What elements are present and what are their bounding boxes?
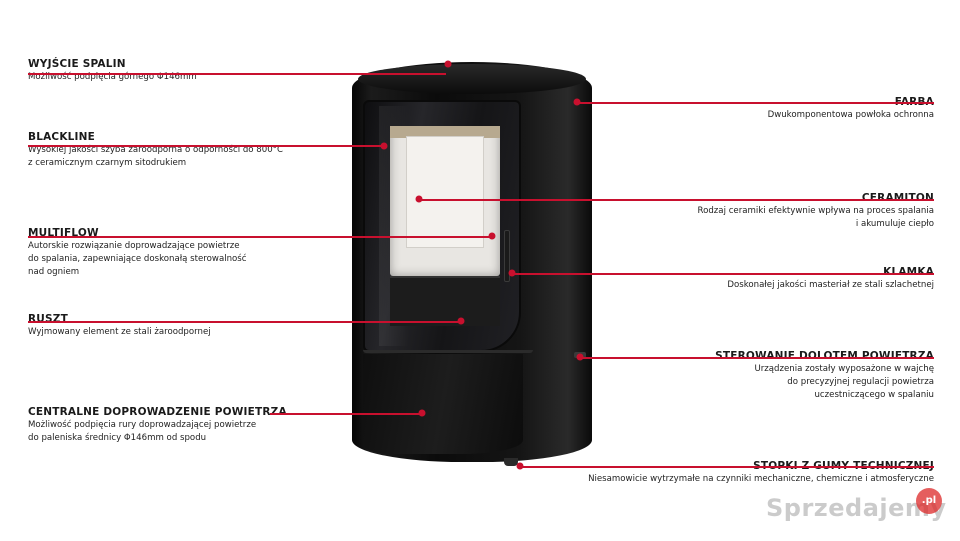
firebox-chamber bbox=[390, 126, 500, 276]
marker-dot-sterowanie bbox=[576, 353, 584, 361]
callout-title: WYJŚCIE SPALIN bbox=[28, 58, 126, 70]
desc-line: do spalania, zapewniające doskonałą ster… bbox=[28, 254, 247, 264]
marker-dot-farba bbox=[573, 98, 581, 106]
desc-line: uczestniczącego w spalaniu bbox=[814, 390, 934, 400]
marker-dot-klamka bbox=[508, 269, 516, 277]
grate bbox=[390, 276, 500, 326]
leader-line-ruszt bbox=[28, 321, 460, 323]
leader-line-ceramiton bbox=[420, 199, 934, 201]
marker-dot-ceramiton bbox=[415, 195, 423, 203]
leader-line-stopki bbox=[520, 466, 934, 468]
desc-line: nad ogniem bbox=[28, 267, 80, 277]
callout-desc: Możliwość podpięcia rury doprowadzającej… bbox=[28, 419, 287, 445]
leader-line-blackline bbox=[28, 145, 382, 147]
callout-blackline: BLACKLINE Wysokiej jakości szyba żaroodp… bbox=[28, 131, 283, 170]
rubber-foot bbox=[504, 458, 518, 466]
marker-dot-multiflow bbox=[488, 232, 496, 240]
callout-desc: Doskonałej jakości masteriał ze stali sz… bbox=[727, 279, 934, 292]
desc-line: Wyjmowany element ze stali żaroodpornej bbox=[28, 327, 211, 337]
desc-line: Doskonałej jakości masteriał ze stali sz… bbox=[727, 280, 934, 290]
callout-centralne: CENTRALNE DOPROWADZENIE POWIETRZA Możliw… bbox=[28, 406, 287, 445]
marker-dot-wyjscie bbox=[444, 60, 452, 68]
callout-ceramiton: CERAMITON Rodzaj ceramiki efektywnie wpł… bbox=[698, 192, 935, 231]
callout-title: CERAMITON bbox=[861, 192, 934, 204]
callout-sterowanie: STEROWANIE DOLOTEM POWIETRZA Urządzenia … bbox=[715, 350, 934, 402]
callout-title: BLACKLINE bbox=[28, 131, 96, 143]
door-handle bbox=[504, 230, 510, 282]
leader-line-centralne bbox=[270, 413, 420, 415]
ceramic-panel bbox=[406, 136, 484, 248]
callout-title: STEROWANIE DOLOTEM POWIETRZA bbox=[715, 350, 934, 362]
firebox-baffle bbox=[390, 126, 500, 138]
callout-desc: Autorskie rozwiązanie doprowadzające pow… bbox=[28, 240, 247, 279]
desc-line: i akumuluje ciepło bbox=[855, 219, 934, 229]
stove-top bbox=[358, 64, 586, 94]
callout-title: RUSZT bbox=[28, 313, 68, 325]
leader-line-sterowanie bbox=[580, 357, 934, 359]
desc-line: do paleniska średnicy Φ146mm od spodu bbox=[28, 433, 207, 443]
stove-illustration bbox=[352, 62, 592, 470]
desc-line: Możliwość podpięcia górnego Φ146mm bbox=[28, 72, 197, 82]
callout-multiflow: MULTIFLOW Autorskie rozwiązanie doprowad… bbox=[28, 227, 247, 279]
callout-wyjscie-spalin: WYJŚCIE SPALIN Możliwość podpięcia górne… bbox=[28, 58, 197, 84]
callout-title: KLAMKA bbox=[883, 266, 934, 278]
callout-desc: Rodzaj ceramiki efektywnie wpływa na pro… bbox=[698, 205, 935, 231]
desc-line: z ceramicznym czarnym sitodrukiem bbox=[28, 158, 187, 168]
callout-klamka: KLAMKA Doskonałej jakości masteriał ze s… bbox=[727, 266, 934, 292]
callout-desc: Niesamowicie wytrzymałe na czynniki mech… bbox=[588, 473, 934, 486]
callout-farba: FARBA Dwukomponentowa powłoka ochronna bbox=[768, 96, 934, 122]
desc-line: Autorskie rozwiązanie doprowadzające pow… bbox=[28, 241, 240, 251]
callout-desc: Wysokiej jakości szyba żaroodporna o odp… bbox=[28, 144, 283, 170]
callout-desc: Wyjmowany element ze stali żaroodpornej bbox=[28, 326, 211, 339]
callout-desc: Urządzenia zostały wyposażone w wajchę d… bbox=[715, 363, 934, 402]
desc-line: Możliwość podpięcia rury doprowadzającej… bbox=[28, 420, 257, 430]
desc-line: do precyzyjnej regulacji powietrza bbox=[787, 377, 934, 387]
leader-line-klamka bbox=[512, 273, 934, 275]
desc-line: Rodzaj ceramiki efektywnie wpływa na pro… bbox=[697, 206, 935, 216]
callout-desc: Dwukomponentowa powłoka ochronna bbox=[768, 109, 934, 122]
callout-ruszt: RUSZT Wyjmowany element ze stali żaroodp… bbox=[28, 313, 211, 339]
marker-dot-blackline bbox=[380, 142, 388, 150]
marker-dot-stopki bbox=[516, 462, 524, 470]
callout-title: CENTRALNE DOPROWADZENIE POWIETRZA bbox=[28, 406, 287, 418]
marker-dot-centralne bbox=[418, 409, 426, 417]
desc-line: Wysokiej jakości szyba żaroodporna o odp… bbox=[28, 145, 283, 155]
lower-panel bbox=[363, 354, 523, 454]
desc-line: Dwukomponentowa powłoka ochronna bbox=[767, 110, 934, 120]
callout-desc: Możliwość podpięcia górnego Φ146mm bbox=[28, 71, 197, 84]
callout-stopki: STOPKI Z GUMY TECHNICZNEJ Niesamowicie w… bbox=[588, 460, 934, 486]
watermark-badge: .pl bbox=[916, 488, 942, 514]
desc-line: Niesamowicie wytrzymałe na czynniki mech… bbox=[588, 474, 934, 484]
desc-line: Urządzenia zostały wyposażone w wajchę bbox=[754, 364, 934, 374]
leader-line-multiflow bbox=[28, 236, 490, 238]
door-divider bbox=[363, 350, 533, 353]
leader-line-wyjscie bbox=[28, 73, 446, 75]
leader-line-farba bbox=[578, 102, 934, 104]
marker-dot-ruszt bbox=[457, 317, 465, 325]
